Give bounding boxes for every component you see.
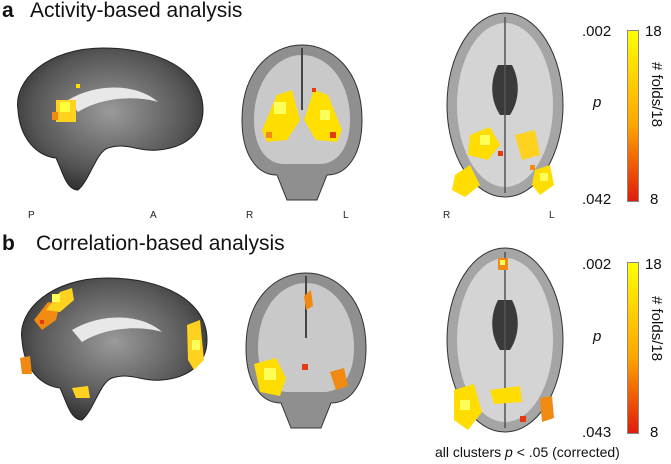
panel-b-letter: b <box>2 232 15 255</box>
footer-suffix: < .05 (corrected) <box>512 444 620 460</box>
footer-prefix: all clusters <box>435 444 506 460</box>
panel-b-colorbar-p-bottom: .043 <box>582 424 612 441</box>
panel-a-colorbar-folds-label: # folds/18 <box>648 62 665 128</box>
panel-b-title: Correlation-based analysis <box>36 232 285 255</box>
panel-a-sagittal-label-anterior: A <box>150 210 158 221</box>
panel-a-letter: a <box>2 0 14 22</box>
panel-b-colorbar-folds-bottom: 8 <box>650 424 659 441</box>
panel-a-colorbar-p-bottom: .042 <box>582 191 612 208</box>
panel-a-colorbar-p-top: .002 <box>582 23 612 40</box>
panel-a-coronal-slice <box>241 44 363 201</box>
panel-b-axial-slice <box>446 247 564 433</box>
panel-b-colorbar-folds-label: # folds/18 <box>648 296 665 362</box>
panel-b-colorbar-p-label: p <box>593 328 602 345</box>
panel-a-axial-label-left: L <box>549 210 556 221</box>
panel-b-sagittal-slice <box>20 277 208 421</box>
panel-a-title: Activity-based analysis <box>30 0 243 22</box>
panel-a-colorbar-folds-bottom: 8 <box>650 191 659 208</box>
panel-a-coronal-label-right: R <box>246 210 254 221</box>
panel-b-colorbar-folds-top: 18 <box>645 256 662 273</box>
panel-a-sagittal-slice <box>17 47 204 191</box>
panel-a-colorbar-p-label: p <box>593 94 602 111</box>
panel-a-colorbar-folds-top: 18 <box>645 23 662 40</box>
panel-a-axial-label-right: R <box>443 210 451 221</box>
panel-a-colorbar <box>627 30 639 202</box>
panel-b-colorbar <box>627 262 639 434</box>
footer-note: all clusters p < .05 (corrected) <box>435 444 620 460</box>
panel-b-coronal-slice <box>245 272 367 429</box>
panel-a-coronal-label-left: L <box>343 210 350 221</box>
panel-a-sagittal-label-posterior: P <box>28 210 36 221</box>
panel-b-colorbar-p-top: .002 <box>582 256 612 273</box>
footer-p: p <box>505 444 513 460</box>
panel-a-axial-slice <box>446 12 564 198</box>
